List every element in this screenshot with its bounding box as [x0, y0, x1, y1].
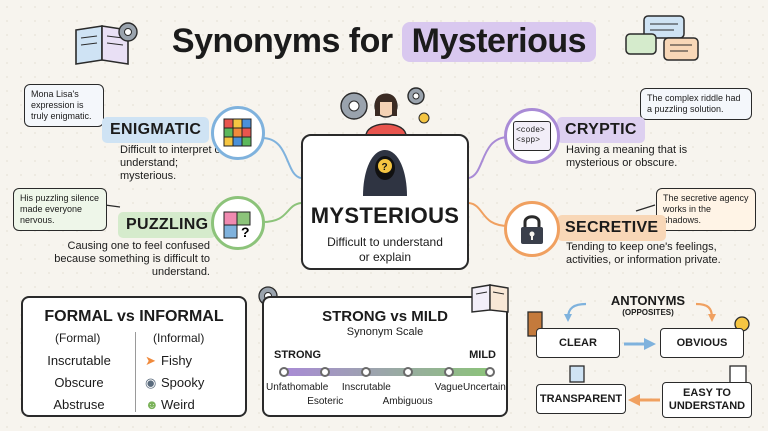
center-word: MYSTERIOUS: [310, 203, 460, 228]
enigmatic-label: ENIGMATIC: [102, 117, 210, 143]
padlock-icon-circle: [504, 201, 560, 257]
scale-point: [443, 367, 454, 377]
svg-text:?: ?: [382, 162, 388, 173]
puzzling-example-bubble: His puzzling silence made everyone nervo…: [13, 188, 107, 231]
enigmatic-definition: Difficult to interpret or understand; my…: [120, 144, 225, 182]
enigmatic-example-bubble: Mona Lisa's expression is truly enigmati…: [24, 84, 104, 127]
puzzling-label: PUZZLING: [118, 212, 217, 238]
cryptic-definition: Having a meaning that is mysterious or o…: [566, 144, 688, 169]
weird-face-icon: ☻: [145, 397, 159, 412]
scale-word: Vague: [434, 382, 463, 393]
hooded-figure-icon: ?: [363, 150, 407, 196]
informal-header: (Informal): [153, 331, 205, 345]
scale-point: [279, 367, 289, 377]
secretive-definition: Tending to keep one's feelings, activiti…: [566, 241, 721, 266]
scale-word: Ambiguous: [382, 396, 433, 407]
scale-subtitle: Synonym Scale: [346, 326, 424, 338]
formal-word: Inscrutable: [47, 353, 111, 368]
padlock-icon: [521, 215, 543, 244]
formal-informal-title: FORMAL vs INFORMAL: [44, 308, 224, 325]
column-divider: [135, 332, 136, 412]
secretive-example-bubble: The secretive agency works in the shadow…: [656, 188, 756, 231]
antonym-card: TRANSPARENT: [536, 384, 626, 414]
formal-word: Obscure: [54, 375, 104, 390]
informal-list: ➤Fishy ◉Spooky ☻Weird: [145, 350, 204, 416]
strength-scale-panel: STRONG vs MILD Synonym Scale STRONG MILD…: [262, 296, 508, 417]
page-title: Synonyms for Mysterious: [0, 22, 768, 62]
rubiks-cube-icon: [223, 118, 252, 147]
informal-item: ☻Weird: [145, 394, 204, 416]
puzzling-definition: Causing one to feel confused because som…: [54, 240, 210, 278]
ghost-icon: ◉: [145, 375, 157, 390]
puzzle-piece-icon-circle: ?: [211, 196, 265, 250]
antonym-card: OBVIOUS: [660, 328, 744, 358]
formal-list: Inscrutable Obscure Abstruse: [31, 350, 127, 416]
antonyms-title: ANTONYMS: [610, 293, 686, 308]
scale-point: [361, 367, 372, 377]
scale-point: [485, 367, 495, 377]
scale-word: Esoteric: [307, 396, 344, 407]
informal-item: ➤Fishy: [145, 350, 204, 372]
antonyms-header: ANTONYMS (OPPOSITES): [588, 293, 708, 317]
scale-gradient-bar: [284, 368, 490, 376]
title-highlight: Mysterious: [401, 22, 597, 62]
formal-word: Abstruse: [53, 397, 105, 412]
thinking-person-icon: [340, 87, 430, 136]
cryptic-label: CRYPTIC: [557, 117, 645, 143]
scale-title: STRONG vs MILD: [322, 308, 448, 325]
cryptic-example-bubble: The complex riddle had a puzzling soluti…: [640, 88, 752, 120]
open-book-icon: [471, 284, 509, 313]
scale-word: Unfathomable: [266, 382, 329, 393]
center-word-card: ? MYSTERIOUS Difficult to understand or …: [301, 134, 469, 270]
chat-bubbles-icon: [625, 15, 699, 61]
antonym-card: EASY TO UNDERSTAND: [662, 382, 752, 418]
scale-word: Uncertain: [463, 382, 506, 393]
antonyms-subtitle: (OPPOSITES): [622, 308, 674, 317]
scale-mild-label: MILD: [469, 349, 496, 361]
formal-header: (Formal): [55, 331, 101, 345]
title-prefix: Synonyms for: [171, 22, 393, 60]
scale-strong-label: STRONG: [274, 349, 322, 361]
formal-informal-panel: FORMAL vs INFORMAL (Formal) (Informal) I…: [21, 296, 247, 417]
code-icon-circle: <code> <spp>: [504, 108, 560, 164]
svg-text:?: ?: [241, 224, 250, 240]
scale-point: [402, 367, 413, 377]
book-gears-icon: [75, 22, 138, 65]
puzzle-piece-icon: ?: [223, 211, 251, 240]
rubiks-cube-icon-circle: [211, 106, 265, 160]
code-window-icon: <code> <spp>: [513, 121, 551, 151]
scale-point: [320, 367, 331, 377]
center-definition: Difficult to understand or explain: [327, 235, 443, 264]
secretive-label: SECRETIVE: [557, 215, 667, 241]
informal-item: ◉Spooky: [145, 372, 204, 394]
antonym-card: CLEAR: [536, 328, 620, 358]
scale-word: Inscrutable: [341, 382, 391, 393]
fish-icon: ➤: [145, 353, 156, 368]
